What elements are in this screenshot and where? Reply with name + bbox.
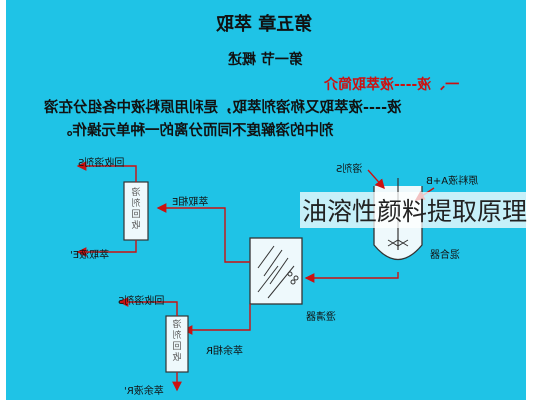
extract-liquid-label: 萃取液E' [70, 250, 110, 261]
lower-column-label: 溶剂回收 [172, 320, 182, 363]
mixer-to-settler-line [304, 272, 399, 283]
extract-phase-label: 萃取相E [172, 197, 209, 208]
mixer-solvent-label: 溶剂S [336, 164, 363, 175]
watermark-caption: 油溶性颜料提取原理 [300, 192, 530, 228]
raffinate-phase-line [182, 304, 251, 335]
raffinate-phase-label: 萃余相R [206, 346, 243, 357]
solvent-inlet-arrow [367, 169, 385, 190]
upper-column-label: 溶剂回收 [131, 188, 141, 231]
extract-phase-line [156, 203, 250, 263]
upper-recovered-solvent-arrow [76, 161, 137, 182]
raffinate-liquid-label: 萃余液R' [124, 386, 164, 397]
mixer-label: 混合器 [430, 250, 460, 261]
settler-vessel [249, 237, 303, 305]
lower-recovered-solvent-arrow [118, 297, 178, 316]
settler-label: 澄清器 [306, 312, 336, 323]
upper-recovered-solvent-label: 回收溶剂S [78, 158, 125, 169]
mixer-feed-label: 原料液A+B [426, 176, 479, 187]
extract-liquid-arrow [76, 240, 137, 257]
lower-recovered-solvent-label: 回收溶剂S [118, 296, 165, 307]
